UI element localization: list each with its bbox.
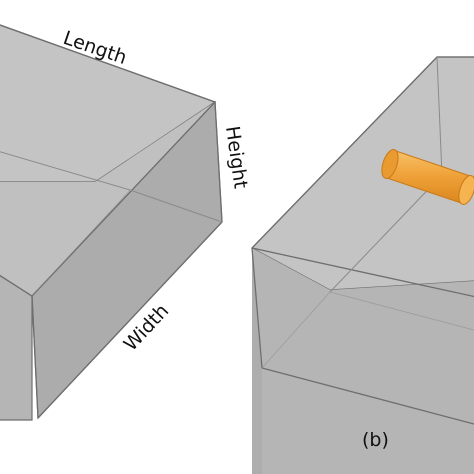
left-box-top-edge (0, 24, 216, 103)
cylinder-back-cap (381, 149, 399, 179)
right-box-front-face (252, 248, 474, 474)
left-box-hidden-edge-3 (31, 189, 131, 297)
left-box-front-vertical-edge (31, 295, 39, 419)
right-box-hidden-edge-1 (329, 174, 443, 293)
right-box-front-top-edge (251, 247, 474, 298)
cylinder-icon (381, 149, 474, 205)
right-box-back-vertical-edge (436, 56, 443, 176)
panel-b-label: (b) (362, 429, 389, 451)
right-box-left-vertical-edge (251, 247, 263, 369)
left-box (0, 24, 223, 421)
right-box-hidden-edge-2 (261, 291, 331, 369)
right-box-bottom-edge (261, 367, 474, 425)
height-label: Height (221, 125, 252, 190)
left-box-body (0, 102, 215, 296)
left-box-hidden-edge-1 (0, 151, 131, 191)
right-box-hidden-edge-3 (329, 291, 474, 331)
right-box-side-face (252, 248, 262, 474)
left-box-hidden-edge-2 (129, 189, 223, 223)
right-box (251, 56, 474, 474)
